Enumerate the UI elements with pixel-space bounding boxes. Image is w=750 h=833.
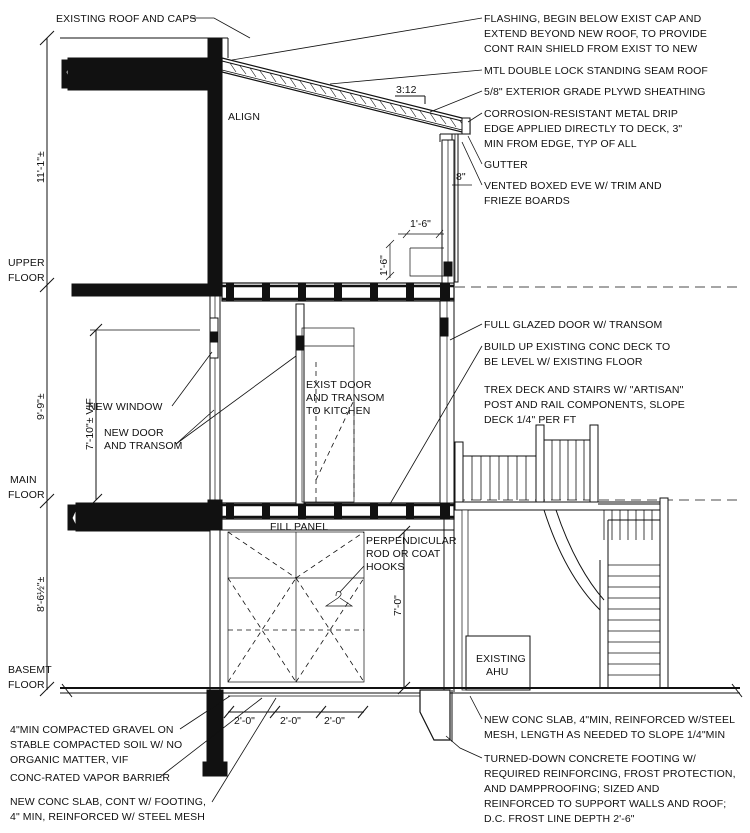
new-door-note-1: NEW DOOR — [104, 427, 164, 439]
main-height-dim: 9'-9"± — [35, 393, 47, 420]
build-up-deck-note-2: BE LEVEL W/ EXISTING FLOOR — [484, 356, 643, 368]
roof-slope: 3:12 — [396, 84, 417, 96]
turned-footing-note-5: D.C. FROST LINE DEPTH 2'-6" — [484, 813, 635, 825]
footing-bay-1: 2'-0" — [234, 715, 255, 727]
upper-floor-label-1: UPPER — [8, 257, 45, 269]
window-height-dim: 1'-6" — [378, 255, 390, 276]
footing-bay-3: 2'-0" — [324, 715, 345, 727]
boxed-eve-note-2: FRIEZE BOARDS — [484, 195, 570, 207]
window-width-dim: 1'-6" — [410, 218, 431, 230]
basement-door-height-dim: 7'-0" — [392, 595, 404, 616]
basement-floor-label-1: BASEMT — [8, 664, 52, 676]
align-label: ALIGN — [228, 111, 260, 123]
exist-door-label-2: AND TRANSOM — [306, 392, 385, 404]
main-floor-label-1: MAIN — [10, 474, 37, 486]
trex-deck-note-2: POST AND RAIL COMPONENTS, SLOPE — [484, 399, 685, 411]
turned-footing-note-1: TURNED-DOWN CONCRETE FOOTING W/ — [484, 753, 696, 765]
vapor-barrier-note: CONC-RATED VAPOR BARRIER — [10, 772, 170, 784]
new-slab-footing-note-2: 4" MIN, REINFORCED W/ STEEL MESH — [10, 811, 205, 823]
footing-bay-2: 2'-0" — [280, 715, 301, 727]
flashing-note-1: FLASHING, BEGIN BELOW EXIST CAP AND — [484, 13, 702, 25]
upper-height-dim: 11'-1"± — [35, 151, 47, 183]
turned-footing-note-3: AND DAMPPROOFING; SIZED AND — [484, 783, 660, 795]
existing-ahu-box — [465, 635, 531, 691]
mtl-roof-note: MTL DOUBLE LOCK STANDING SEAM ROOF — [484, 65, 708, 77]
glazed-door-note: FULL GLAZED DOOR W/ TRANSOM — [484, 319, 662, 331]
basement-floor-label-2: FLOOR — [8, 679, 45, 691]
deck-and-stairs — [454, 424, 669, 691]
gravel-note-3: ORGANIC MATTER, VIF — [10, 754, 128, 766]
new-roof — [221, 57, 471, 283]
trex-deck-note-1: TREX DECK AND STAIRS W/ "ARTISAN" — [484, 384, 684, 396]
new-slab-footing-note-1: NEW CONC SLAB, CONT W/ FOOTING, — [10, 796, 206, 808]
trex-deck-note-3: DECK 1/4" PER FT — [484, 414, 577, 426]
flashing-note-2: EXTEND BEYOND NEW ROOF, TO PROVIDE — [484, 28, 707, 40]
drip-edge-note-1: CORROSION-RESISTANT METAL DRIP — [484, 108, 678, 120]
new-door-note-2: AND TRANSOM — [104, 440, 183, 452]
sheathing-note: 5/8" EXTERIOR GRADE PLYWD SHEATHING — [484, 86, 706, 98]
new-window-note: NEW WINDOW — [88, 401, 163, 413]
existing-ahu-label-2: AHU — [486, 666, 508, 678]
basement-height-dim: 8'-6½"± — [35, 576, 47, 612]
fill-panel-label: FILL PANEL — [270, 521, 328, 533]
drip-edge-note-3: MIN FROM EDGE, TYP OF ALL — [484, 138, 637, 150]
eave-width-dim: 8" — [456, 171, 466, 183]
door-height-dim: 7'-10"± VIF — [84, 398, 96, 450]
rod-hooks-label-1: PERPENDICULAR — [366, 535, 457, 547]
exist-door-label-3: TO KITCHEN — [306, 405, 370, 417]
drip-edge-note-2: EDGE APPLIED DIRECTLY TO DECK, 3" — [484, 123, 682, 135]
flashing-note-3: CONT RAIN SHIELD FROM EXIST TO NEW — [484, 43, 697, 55]
ground-slab — [60, 683, 743, 742]
turned-footing-note-2: REQUIRED REINFORCING, FROST PROTECTION, — [484, 768, 736, 780]
existing-door — [301, 327, 355, 503]
gutter-note: GUTTER — [484, 159, 528, 171]
build-up-deck-note-1: BUILD UP EXISTING CONC DECK TO — [484, 341, 670, 353]
existing-roof-note: EXISTING ROOF AND CAPS — [56, 13, 196, 25]
gravel-note-1: 4"MIN COMPACTED GRAVEL ON — [10, 724, 174, 736]
turned-footing-note-4: REINFORCED TO SUPPORT WALLS AND ROOF; — [484, 798, 726, 810]
main-floor-label-2: FLOOR — [8, 489, 45, 501]
upper-floor-label-2: FLOOR — [8, 272, 45, 284]
existing-structure — [61, 37, 228, 777]
new-slab-note-1: NEW CONC SLAB, 4"MIN, REINFORCED W/STEEL — [484, 714, 735, 726]
addition-walls — [209, 139, 455, 692]
gravel-note-2: STABLE COMPACTED SOIL W/ NO — [10, 739, 182, 751]
exist-door-label-1: EXIST DOOR — [306, 379, 372, 391]
basement-doors — [227, 531, 365, 683]
rod-hooks-label-2: ROD OR COAT — [366, 548, 441, 560]
rod-hooks-label-3: HOOKS — [366, 561, 404, 573]
left-dimension-string — [39, 30, 55, 697]
new-slab-note-2: MESH, LENGTH AS NEEDED TO SLOPE 1/4"MIN — [484, 729, 725, 741]
existing-ahu-label-1: EXISTING — [476, 653, 526, 665]
boxed-eve-note-1: VENTED BOXED EVE W/ TRIM AND — [484, 180, 662, 192]
